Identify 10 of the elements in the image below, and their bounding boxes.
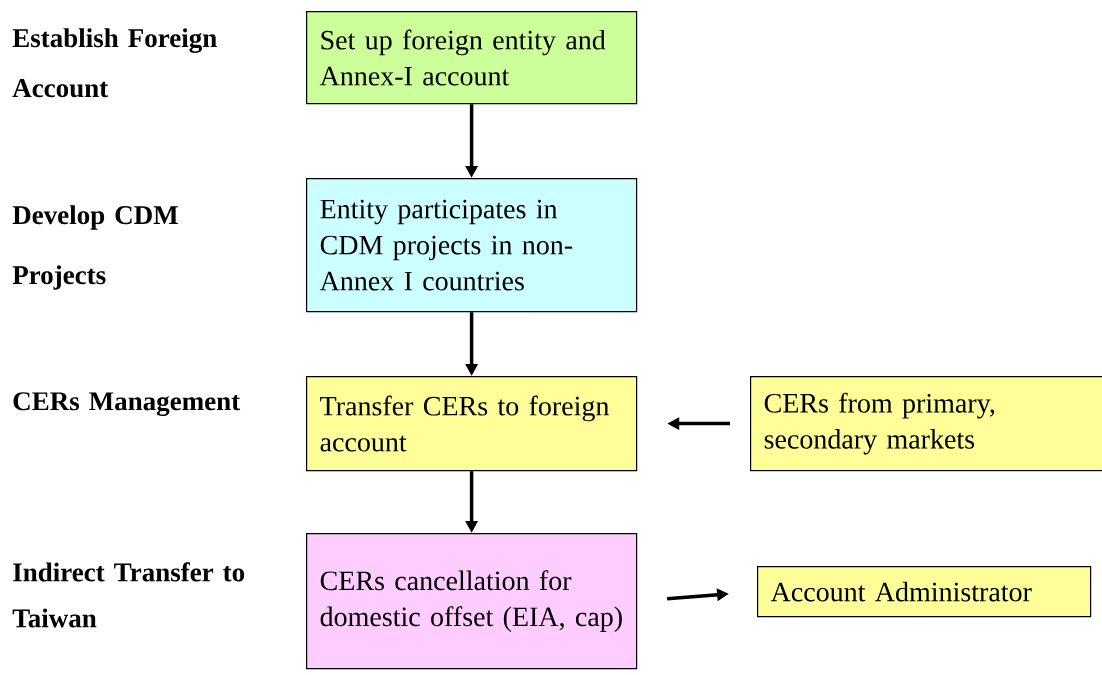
process-box: Transfer CERs to foreign account xyxy=(306,376,638,472)
process-box: Set up foreign entity and Annex-I account xyxy=(306,11,638,105)
process-box: CERs cancellation for domestic offset (EIA, cap) xyxy=(306,533,638,670)
row-label: Develop CDM Projects xyxy=(12,205,178,290)
row-label: Indirect Transfer to Taiwan xyxy=(12,562,245,628)
process-box: Account Administrator xyxy=(757,566,1092,618)
row-label: CERs Management xyxy=(13,392,241,417)
row-label: Establish Foreign Account xyxy=(12,28,217,98)
process-box: CERs from primary, secondary markets xyxy=(750,376,1102,472)
process-box: Entity participates in CDM projects in non-Annex I countries xyxy=(306,178,638,313)
